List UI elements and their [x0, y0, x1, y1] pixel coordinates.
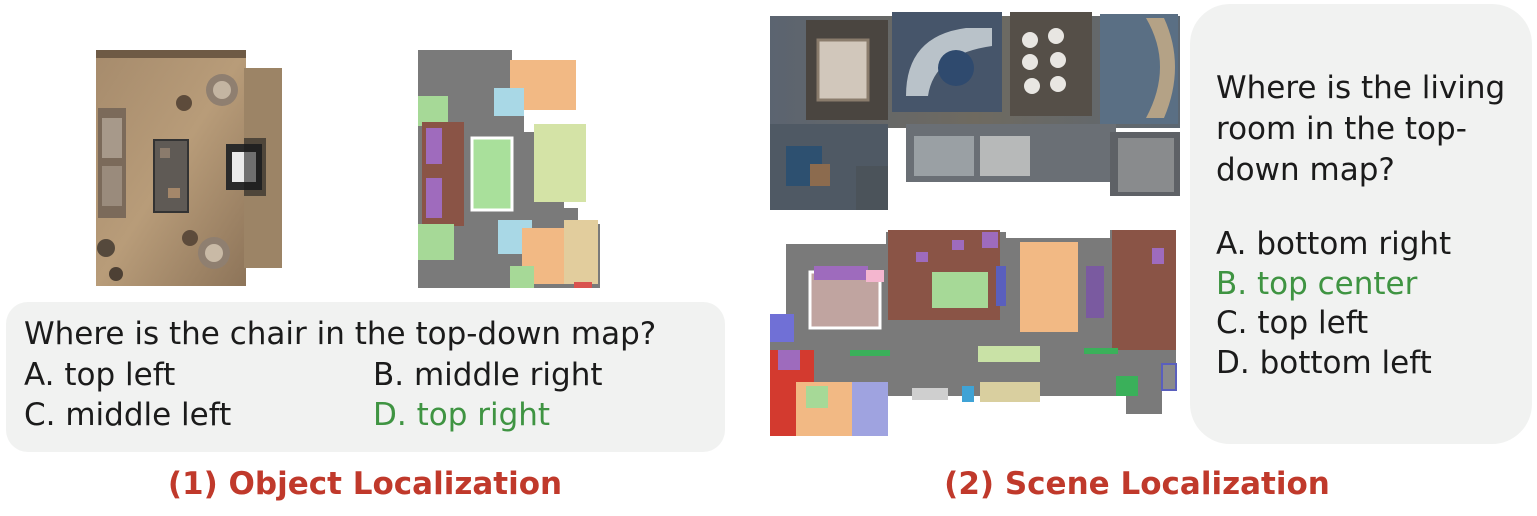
scene-question-panel — [1190, 4, 1532, 444]
object-option-c: C. middle left — [24, 397, 232, 433]
object-localization-caption: (1) Object Localization — [167, 466, 563, 502]
scene-localization-caption: (2) Scene Localization — [944, 466, 1330, 502]
scene-option-c: C. top left — [1216, 305, 1369, 341]
object-question-text: Where is the chair in the top-down map? — [24, 316, 657, 352]
scene-option-b-correct: B. top center — [1216, 266, 1418, 302]
object-question-panel — [6, 302, 725, 452]
object-option-b: B. middle right — [373, 357, 603, 393]
scene-option-a: A. bottom right — [1216, 226, 1452, 262]
room-segmentation-map — [418, 50, 600, 288]
house-topdown-render — [770, 12, 1180, 210]
scene-question-line-1: Where is the living — [1216, 70, 1506, 106]
object-option-a: A. top left — [24, 357, 176, 393]
house-segmentation-map — [770, 230, 1177, 436]
scene-question-line-3: down map? — [1216, 152, 1395, 188]
room-topdown-render — [96, 50, 282, 286]
scene-question-line-2: room in the top- — [1216, 111, 1467, 147]
scene-option-d: D. bottom left — [1216, 345, 1432, 381]
object-option-d-correct: D. top right — [373, 397, 551, 433]
